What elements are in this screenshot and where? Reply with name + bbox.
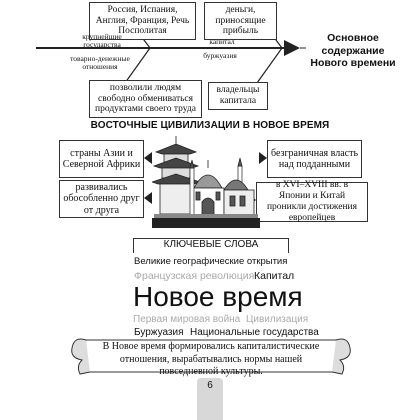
box-isolated: развивались обособленно друг от друга [59,180,144,218]
eastern-architecture-illustration [152,136,260,228]
east-heading: ВОСТОЧНЫЕ ЦИВИЛИЗАЦИИ В НОВОЕ ВРЕМЯ [90,120,330,131]
box-asia-africa: страны Азии и Северной Африки [59,140,144,178]
keyword-capital: Капитал [254,270,295,282]
keyword-national-states: Национальные государства [190,327,319,338]
box-free-exchange: позволили людям свободно обмениваться пр… [89,80,202,118]
keywords-frame [133,238,289,253]
box-japan-china: в XVI–XVIII вв. в Японии и Китай проникл… [256,180,368,223]
keyword-french-revolution: Французская революция [134,270,255,282]
page-number-tab [197,378,223,420]
keyword-new-time: Новое время [133,281,303,312]
keyword-bourgeoisie: Буржуазия [134,327,184,338]
label-commodity-money: товарно-денежные отношения [70,54,130,71]
keyword-great-discoveries: Великие географические открытия [134,256,288,267]
label-bourgeoisie: буржуазия [203,51,237,60]
box-largest-states: Россия, Испания, Англия, Франция, Речь П… [89,2,196,40]
label-largest-states: крупнейшие государства [82,32,122,49]
keyword-ww1: Первая мировая война [133,314,241,325]
box-money-profit: деньги, приносящие прибыль [204,2,277,40]
box-unlimited-power: безграничная власть над подданными [267,140,362,178]
conclusion-text: В Новое время формировались капиталистич… [102,341,320,377]
box-capital-owners: владельцы капитала [208,82,268,110]
keyword-civilization: Цивилизация [246,314,309,325]
label-capital: капитал [209,37,235,46]
keywords-title: КЛЮЧЕВЫЕ СЛОВА [163,239,259,250]
fishbone-head: Основное содержание Нового времени [310,32,396,70]
page-number: 6 [207,380,213,391]
